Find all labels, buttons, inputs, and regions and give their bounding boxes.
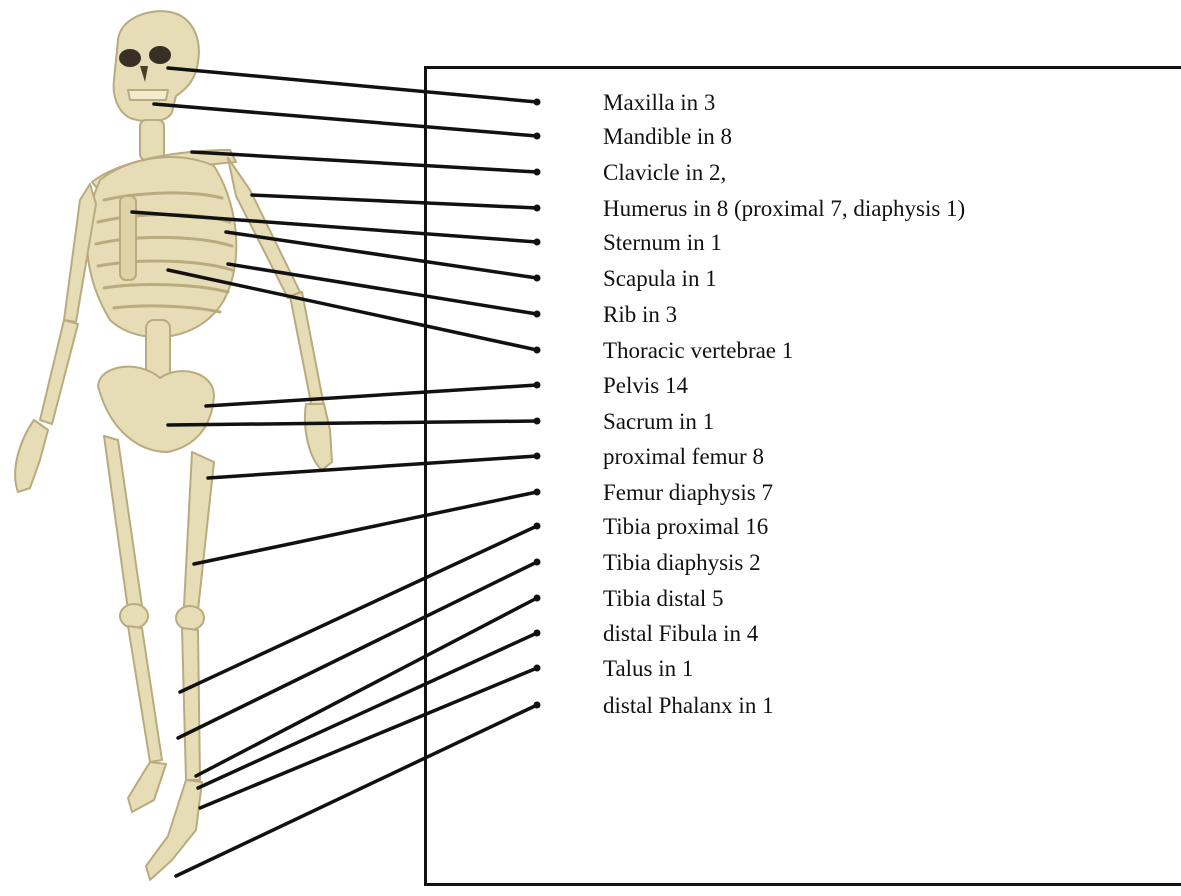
knee-left xyxy=(120,604,148,628)
bone-label: Sacrum in 1 xyxy=(603,409,714,434)
bone-label: Sternum in 1 xyxy=(603,230,722,255)
leader-dot xyxy=(534,453,541,460)
leader-line xyxy=(252,195,537,208)
leader-line xyxy=(176,705,537,876)
femur-right xyxy=(184,452,214,610)
leader-line xyxy=(180,526,537,692)
bone-label: Talus in 1 xyxy=(603,656,693,681)
bone-label: Pelvis 14 xyxy=(603,373,688,398)
bone-label: Tibia diaphysis 2 xyxy=(603,550,761,575)
forearm-left xyxy=(40,320,78,424)
bone-label: distal Fibula in 4 xyxy=(603,621,759,646)
leader-dot xyxy=(534,630,541,637)
leader-dot xyxy=(534,595,541,602)
leader-dot xyxy=(534,523,541,530)
bone-label: Rib in 3 xyxy=(603,302,677,327)
leader-line xyxy=(208,456,537,478)
bone-label: proximal femur 8 xyxy=(603,444,764,469)
bone-label: Clavicle in 2, xyxy=(603,160,726,185)
leader-line xyxy=(196,598,537,776)
sternum xyxy=(120,196,136,280)
leader-dot xyxy=(534,559,541,566)
leader-line xyxy=(178,562,537,738)
tibia-left xyxy=(128,626,162,762)
leader-dots xyxy=(534,99,541,709)
leader-line xyxy=(200,668,537,808)
leader-dot xyxy=(534,665,541,672)
leader-line xyxy=(192,152,537,172)
leader-dot xyxy=(534,311,541,318)
femur-left xyxy=(104,436,142,610)
leader-dot xyxy=(534,702,541,709)
bone-label: Scapula in 1 xyxy=(603,266,717,291)
tibia-right xyxy=(182,628,200,780)
eye-socket-right xyxy=(149,46,171,64)
bone-label: Humerus in 8 (proximal 7, diaphysis 1) xyxy=(603,196,965,221)
leader-line xyxy=(154,104,537,136)
leader-dot xyxy=(534,275,541,282)
hand-right xyxy=(305,404,332,470)
leader-dot xyxy=(534,347,541,354)
eye-socket-left xyxy=(119,49,141,67)
leader-dot xyxy=(534,205,541,212)
teeth xyxy=(128,90,168,100)
bone-label: Thoracic vertebrae 1 xyxy=(603,338,793,363)
bone-label: Maxilla in 3 xyxy=(603,90,715,115)
leader-dot xyxy=(534,99,541,106)
leader-line xyxy=(168,270,537,350)
bone-label: Mandible in 8 xyxy=(603,124,732,149)
label-box xyxy=(426,68,1181,885)
hand-left xyxy=(15,420,48,492)
leader-line xyxy=(206,385,537,406)
humerus-right xyxy=(228,158,300,298)
leader-dot xyxy=(534,418,541,425)
bone-label: distal Phalanx in 1 xyxy=(603,693,774,718)
bone-label: Tibia proximal 16 xyxy=(603,514,768,539)
leader-line xyxy=(168,68,537,102)
leader-line xyxy=(168,421,537,425)
leader-dot xyxy=(534,489,541,496)
foot-left xyxy=(128,762,166,812)
leader-dot xyxy=(534,133,541,140)
bone-labels: Maxilla in 3 Mandible in 8 Clavicle in 2, H… xyxy=(603,90,965,718)
forearm-right xyxy=(290,292,324,408)
leader-dot xyxy=(534,382,541,389)
leader-dot xyxy=(534,169,541,176)
leader-line xyxy=(194,492,537,564)
leader-dot xyxy=(534,239,541,246)
bone-label: Tibia distal 5 xyxy=(603,586,724,611)
knee-right xyxy=(176,606,204,630)
cervical-spine xyxy=(140,120,164,160)
bone-label: Femur diaphysis 7 xyxy=(603,480,773,505)
leader-line xyxy=(198,633,537,788)
